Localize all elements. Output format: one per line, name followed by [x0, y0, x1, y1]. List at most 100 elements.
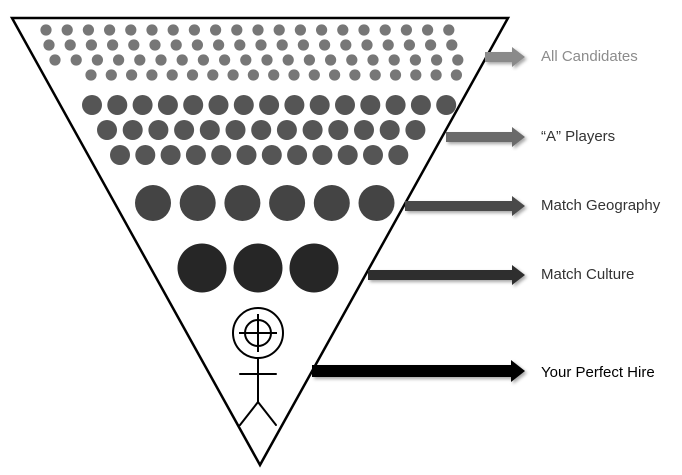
candidate-dot: [388, 54, 400, 66]
candidate-dot: [358, 24, 370, 36]
candidate-dot: [146, 24, 158, 36]
candidate-dot: [389, 69, 402, 81]
crosshair-target-icon: [232, 307, 284, 359]
candidate-dot: [149, 39, 161, 51]
candidate-dot: [309, 95, 330, 115]
candidate-dot: [166, 69, 178, 81]
candidate-dot: [135, 145, 156, 165]
candidate-dot: [135, 185, 171, 221]
candidate-dot: [337, 145, 358, 165]
candidate-dot: [379, 24, 391, 36]
candidate-dot: [259, 95, 280, 115]
candidate-dot: [225, 120, 246, 140]
candidate-dot: [261, 54, 273, 66]
candidate-dot: [188, 24, 200, 36]
candidate-dot: [367, 54, 379, 66]
candidate-dot: [43, 39, 55, 51]
candidate-dot: [110, 145, 130, 165]
candidate-dot: [122, 120, 143, 140]
candidate-dot: [446, 39, 458, 51]
candidate-dot: [197, 54, 209, 66]
candidate-dot: [179, 185, 216, 221]
candidate-dot: [82, 95, 102, 115]
candidate-dot: [363, 145, 383, 165]
candidate-dot: [403, 39, 415, 51]
candidate-dot: [313, 185, 350, 221]
candidate-dot: [360, 95, 381, 115]
candidate-dot: [247, 69, 259, 81]
candidate-dot: [105, 69, 117, 81]
candidate-dot: [369, 69, 381, 81]
candidate-dot: [251, 120, 272, 140]
candidate-dot: [113, 54, 125, 66]
candidate-dot: [261, 145, 282, 165]
candidate-dot: [328, 120, 349, 140]
candidate-dot: [354, 120, 374, 140]
candidate-dot: [400, 24, 412, 36]
candidate-dot: [167, 24, 179, 36]
candidate-dot: [450, 69, 462, 81]
candidate-dot: [70, 54, 82, 66]
arrow-match-geography: [405, 196, 525, 216]
candidate-dot: [49, 54, 61, 66]
candidate-dot: [85, 69, 97, 81]
candidate-dot: [388, 145, 409, 165]
candidate-dot: [208, 95, 229, 115]
candidate-dot: [358, 185, 395, 221]
candidate-dot: [236, 145, 257, 165]
candidate-dot: [346, 54, 358, 66]
candidate-dot: [252, 24, 264, 36]
arrow-match-culture: [368, 265, 525, 285]
candidate-dot: [289, 243, 339, 293]
candidate-dot: [233, 243, 283, 293]
candidate-dot: [294, 24, 306, 36]
candidate-dot: [104, 24, 116, 36]
candidate-dot: [340, 39, 352, 51]
candidate-dot: [148, 120, 169, 140]
candidate-dot: [361, 39, 373, 51]
candidate-dot: [85, 39, 97, 51]
label-match-geography: Match Geography: [541, 197, 661, 214]
stage-arrows: [312, 47, 525, 382]
candidate-dot: [385, 95, 406, 115]
candidate-dot: [431, 54, 443, 66]
candidate-dot: [452, 54, 464, 66]
candidate-dot: [125, 24, 137, 36]
candidate-dot: [183, 95, 204, 115]
candidate-dot: [107, 39, 119, 51]
candidate-dot: [160, 145, 181, 165]
candidate-dot: [430, 69, 442, 81]
candidate-dot: [409, 54, 421, 66]
candidate-dot: [207, 69, 219, 81]
candidate-dot: [284, 95, 305, 115]
candidate-dot: [337, 24, 349, 36]
candidate-dot: [297, 39, 309, 51]
candidate-dot: [329, 69, 341, 81]
candidate-dot: [405, 120, 426, 140]
candidate-dot: [240, 54, 252, 66]
candidate-dot: [312, 145, 333, 165]
label-all-candidates: All Candidates: [541, 48, 638, 65]
candidate-dot: [288, 69, 300, 81]
candidate-dot: [422, 24, 434, 36]
candidate-dot: [176, 54, 188, 66]
candidate-dot: [174, 120, 195, 140]
arrow-all-candidates: [485, 47, 525, 67]
candidate-dot: [276, 39, 288, 51]
candidate-dot: [132, 95, 153, 115]
candidate-dot: [126, 69, 138, 81]
candidate-dot: [302, 120, 323, 140]
arrow-perfect-hire: [312, 360, 525, 382]
candidate-dot: [425, 39, 437, 51]
candidate-dot: [107, 95, 128, 115]
candidate-dot: [97, 120, 117, 140]
funnel-outline: [9, 16, 511, 468]
candidate-dot: [234, 39, 246, 51]
label-perfect-hire: Your Perfect Hire: [541, 364, 655, 381]
candidate-dot: [349, 69, 361, 81]
candidate-dot: [227, 69, 239, 81]
candidate-dot: [213, 39, 225, 51]
candidate-dot: [157, 95, 178, 115]
candidate-dot: [219, 54, 231, 66]
candidate-dot: [303, 54, 315, 66]
